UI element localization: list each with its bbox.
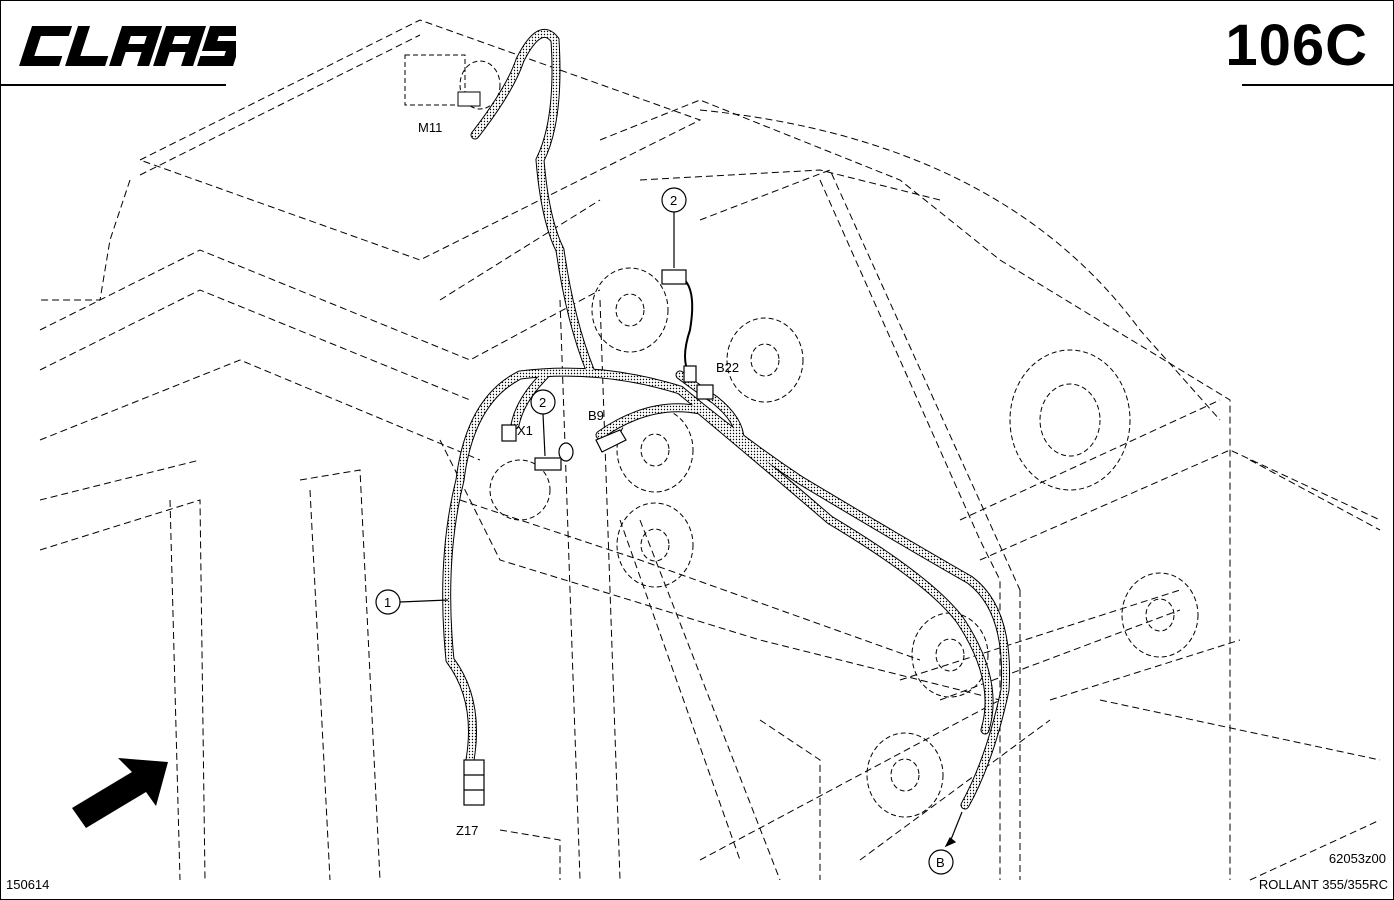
callout-bracket-top-number: 2 [670, 193, 677, 208]
page-number-underline [1242, 84, 1394, 86]
rollers [489, 267, 1199, 818]
callout-connection-b-letter: B [936, 855, 945, 870]
callout-bracket-left-number: 2 [539, 395, 546, 410]
motor-m11 [404, 54, 501, 110]
callout-bracket-top [661, 187, 687, 268]
date-code: 150614 [6, 877, 50, 892]
page-number: 106C [1225, 13, 1368, 78]
drawing-code: 62053z00 [1328, 851, 1386, 866]
label-z17: Z17 [456, 823, 478, 838]
machine-frame [39, 19, 1381, 881]
harness [442, 28, 1011, 810]
logo-underline [0, 84, 226, 86]
m11-connector [457, 91, 481, 107]
callout-bracket-left [530, 389, 556, 457]
label-x1: X1 [517, 423, 533, 438]
callout-harness [375, 589, 449, 615]
direction-arrow [72, 758, 168, 828]
label-b9: B9 [588, 408, 604, 423]
label-m11: M11 [418, 120, 442, 135]
model-name: ROLLANT 355/355RC [1258, 877, 1388, 892]
callout-connection-b [928, 811, 963, 875]
callout-harness-number: 1 [384, 595, 391, 610]
claas-logo [19, 26, 236, 66]
connectors [463, 269, 714, 806]
label-b22: B22 [716, 360, 739, 375]
